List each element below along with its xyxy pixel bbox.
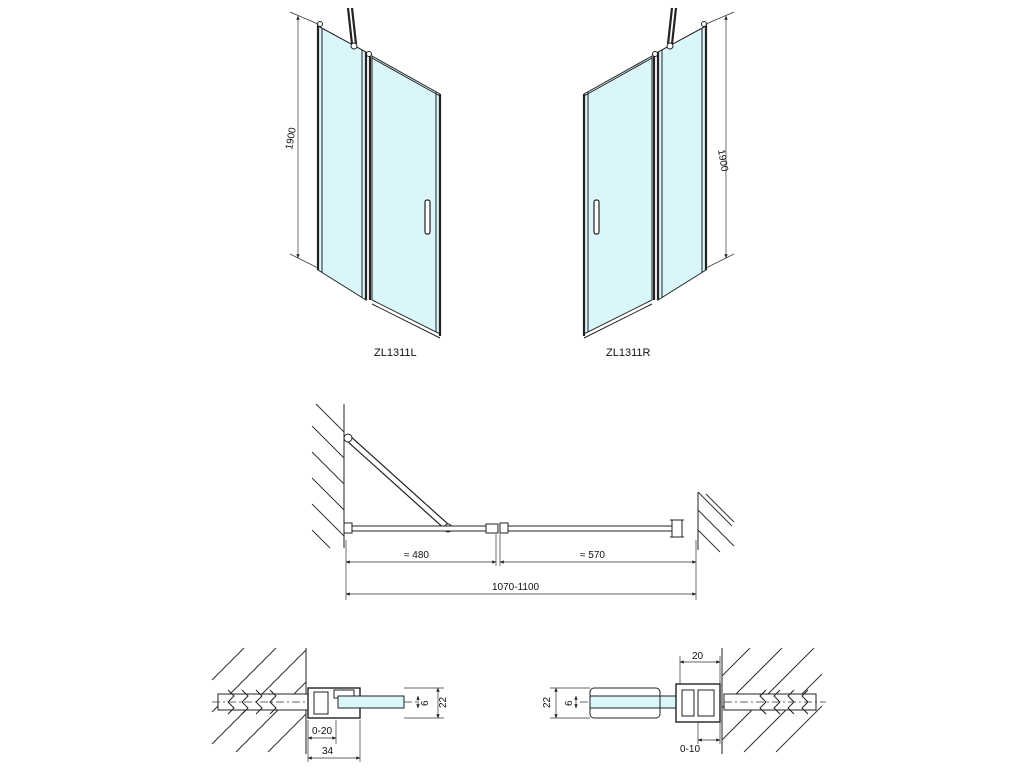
dim-total-width: 1070-1100 — [492, 582, 540, 593]
door-handle-left — [424, 199, 431, 235]
height-dimension-right: 1900 — [715, 149, 730, 173]
door-view-right: 1900 ZL1311R — [582, 7, 735, 359]
dim-profile-thickness-left: 22 — [438, 696, 449, 708]
wall-profile-detail-right: 20 22 6 0-10 — [542, 647, 826, 755]
height-dimension-left: 1900 — [284, 126, 299, 150]
model-label-right: ZL1311R — [606, 347, 650, 359]
dim-adjust-left: 0-20 — [312, 726, 332, 737]
dim-profile-thickness-right: 22 — [542, 696, 553, 708]
plan-door-panel — [499, 525, 673, 532]
wall-profile-detail-left: 22 6 0-20 34 — [211, 647, 449, 762]
fixed-panel-left — [317, 25, 367, 301]
plan-fixed-panel — [345, 525, 497, 532]
door-handle-right — [593, 199, 600, 235]
door-panel-left — [371, 55, 441, 335]
door-view-left: 1900 ZL1311L — [284, 7, 442, 359]
plan-view: ≈ 480 ≈ 570 1070-1100 — [311, 403, 735, 600]
dim-door-panel: ≈ 570 — [580, 550, 605, 561]
glass-left — [337, 695, 405, 709]
dim-width-right: 20 — [692, 651, 704, 662]
fixed-panel-right — [657, 25, 707, 301]
dim-adjust-right: 0-10 — [680, 744, 700, 755]
glass-right — [589, 695, 683, 709]
dim-depth-left: 34 — [322, 746, 334, 757]
door-panel-right — [583, 55, 653, 335]
dim-glass-left: 6 — [420, 700, 431, 706]
dim-fixed-panel: ≈ 480 — [404, 550, 429, 561]
model-label-left: ZL1311L — [374, 347, 417, 359]
dim-glass-right: 6 — [564, 700, 575, 706]
